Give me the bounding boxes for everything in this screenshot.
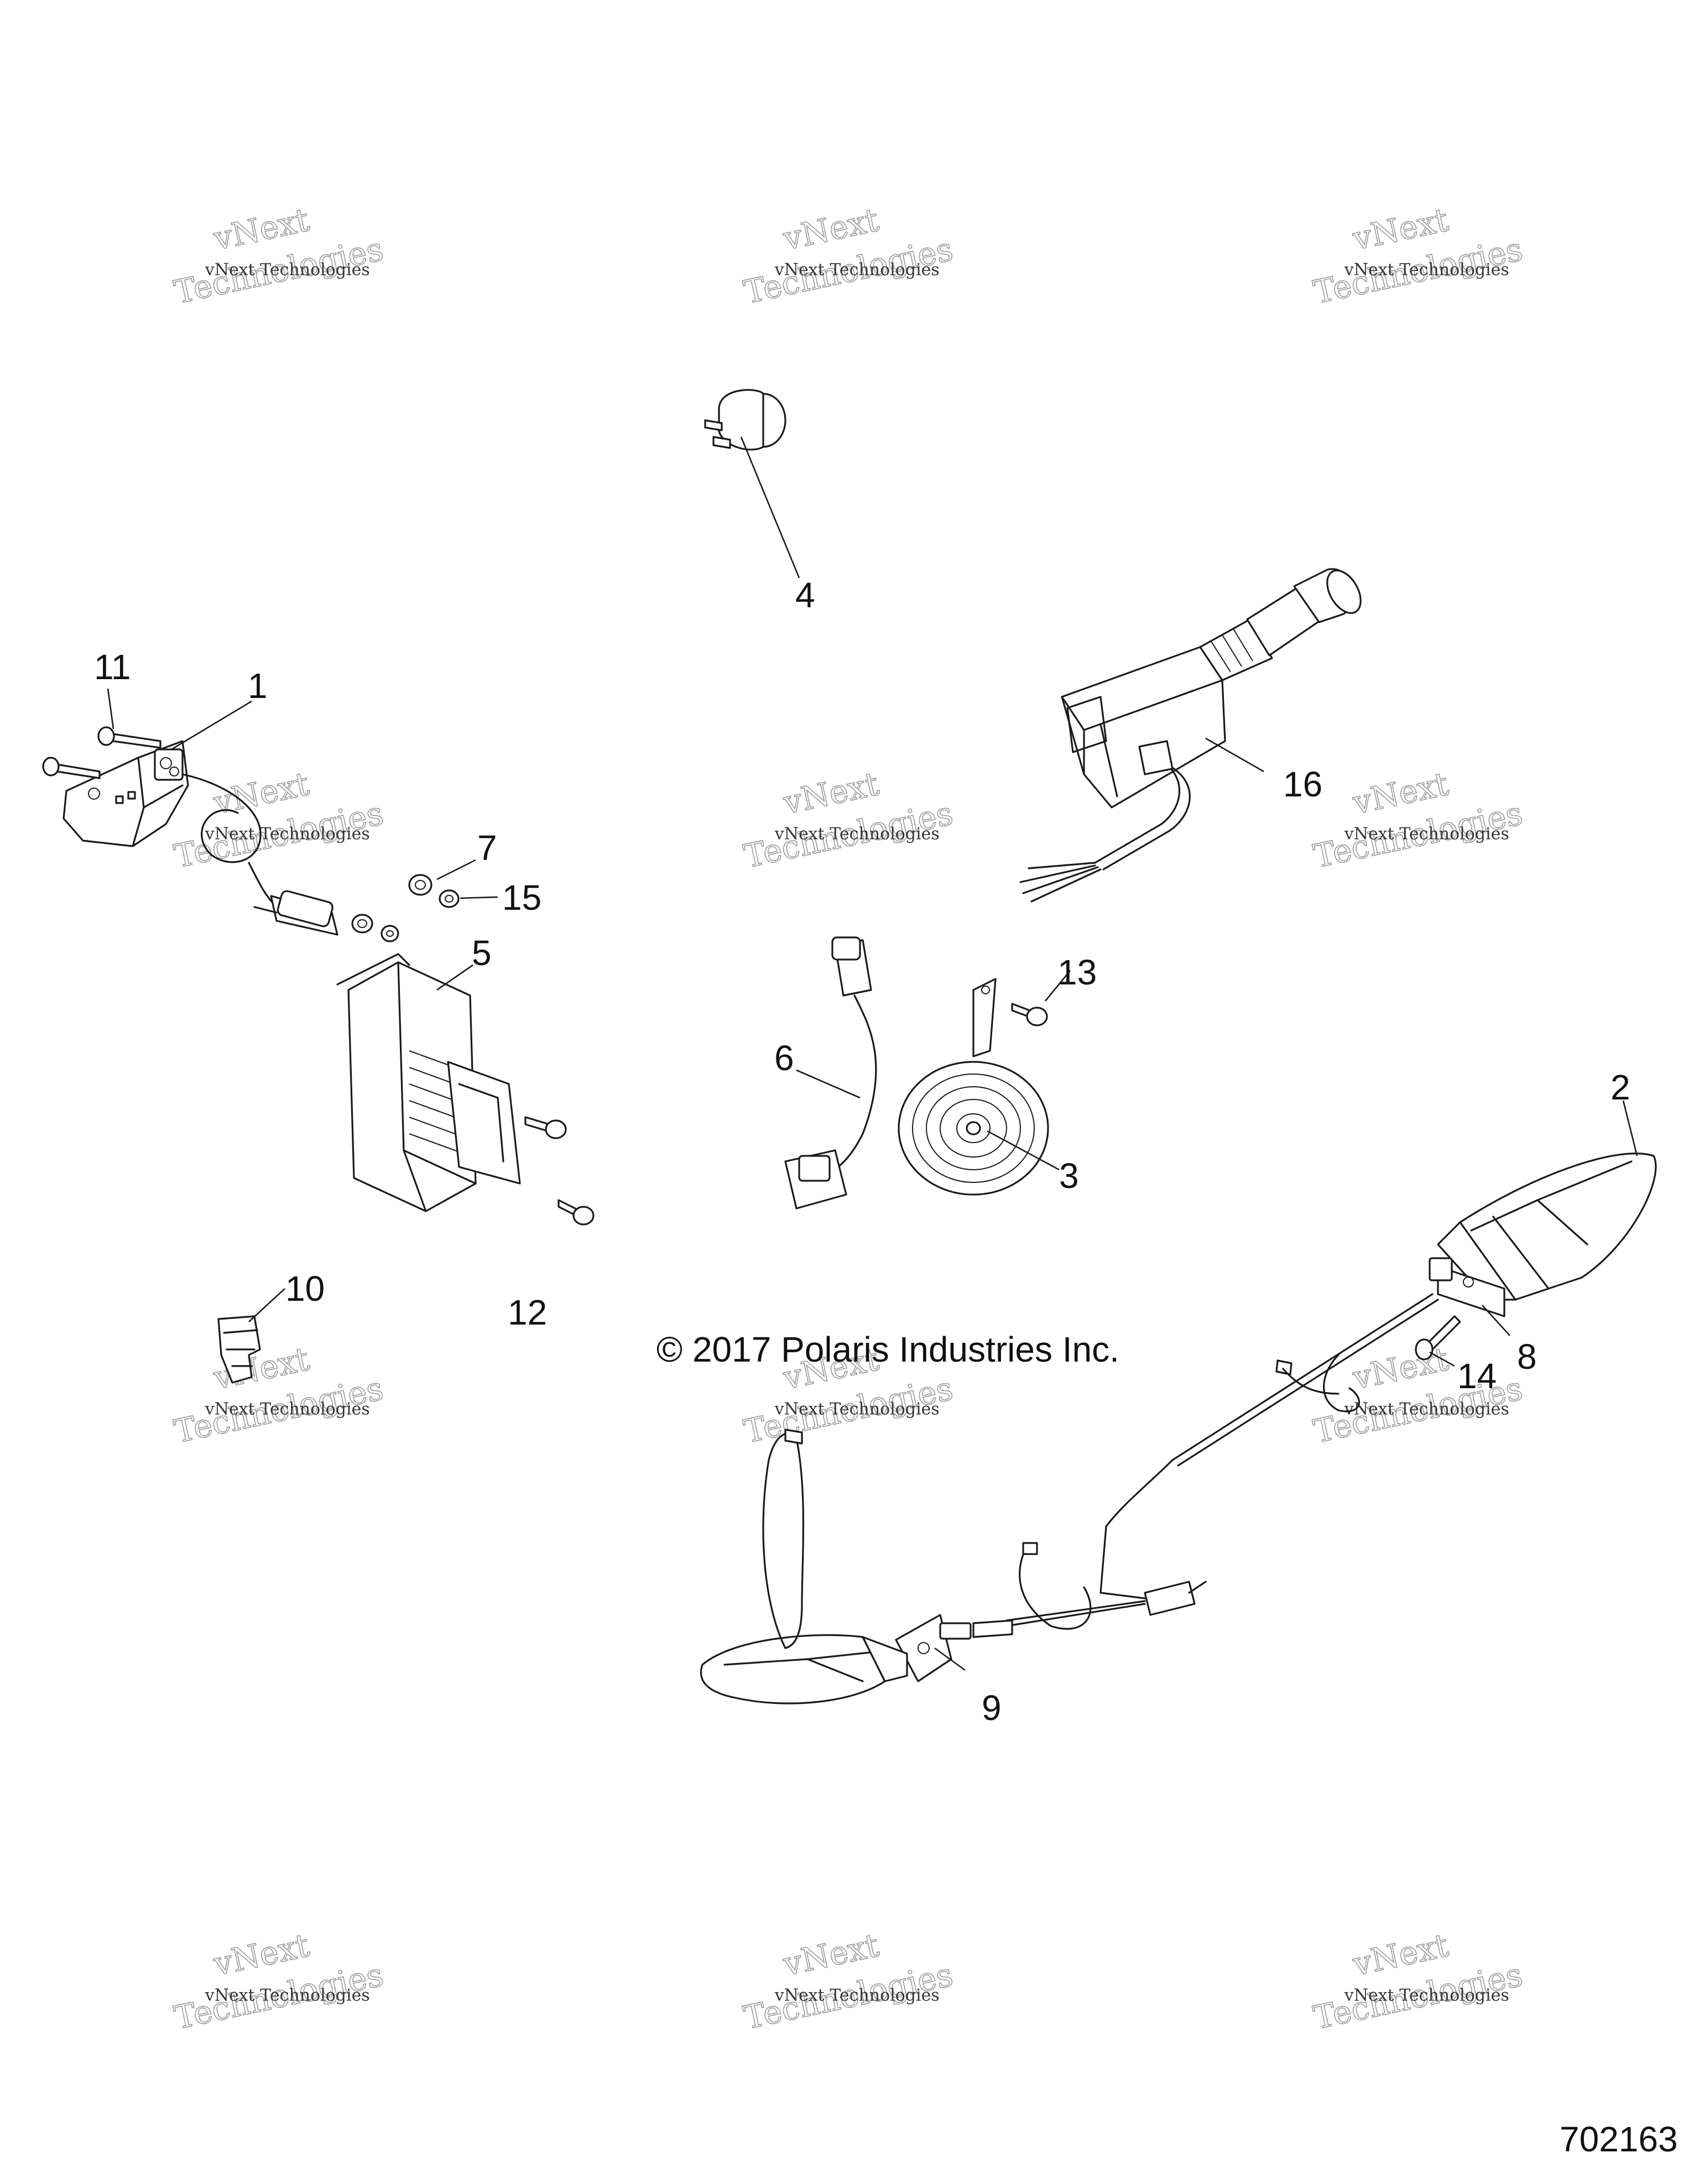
svg-text:vNext Technologies: vNext Technologies (774, 824, 940, 843)
callout-8: 8 (1517, 1337, 1537, 1377)
callout-12: 12 (508, 1292, 547, 1332)
leader-lines (107, 436, 1638, 1671)
callout-13: 13 (1057, 952, 1097, 992)
callout-16: 16 (1283, 764, 1322, 804)
svg-text:vNext Technologies: vNext Technologies (1344, 1399, 1509, 1419)
figure-number: 702163 (1560, 2119, 1678, 2159)
svg-text:vNext Technologies: vNext Technologies (205, 1985, 370, 2005)
watermark-low-left: vNext Technologies vNext Technologies (170, 1339, 387, 1451)
watermark-top-left: vNext Technologies vNext Technologies (170, 200, 387, 311)
callout-6: 6 (774, 1038, 794, 1078)
part-10-clip (217, 1315, 261, 1384)
svg-text:vNext Technologies: vNext Technologies (1344, 1985, 1509, 2005)
part-1-switch-housing (42, 726, 338, 936)
svg-text:vNext Technologies: vNext Technologies (774, 1985, 940, 2005)
callout-9: 9 (982, 1688, 1002, 1728)
watermark-bottom-center: vNext Technologies vNext Technologies (740, 1926, 956, 2037)
part-13-bolt (1011, 1003, 1048, 1026)
watermark-mid-right: vNext Technologies vNext Technologies (1310, 764, 1526, 875)
watermark-mid-left: vNext Technologies vNext Technologies (170, 764, 387, 875)
svg-text:vNext Technologies: vNext Technologies (205, 1399, 370, 1419)
part-16-combination-switch (1019, 568, 1362, 903)
svg-text:vNext Technologies: vNext Technologies (1344, 260, 1509, 279)
callout-11: 11 (94, 647, 131, 687)
copyright-notice: © 2017 Polaris Industries Inc. (656, 1330, 1119, 1369)
part-4-flasher-relay (704, 389, 786, 451)
svg-text:vNext Technologies: vNext Technologies (774, 260, 940, 279)
callout-15: 15 (502, 878, 541, 918)
watermark-top-center: vNext Technologies vNext Technologies (740, 200, 956, 311)
svg-text:vNext Technologies: vNext Technologies (774, 1399, 940, 1419)
watermark-mid-center: vNext Technologies vNext Technologies (740, 764, 956, 875)
callout-4: 4 (795, 575, 815, 615)
part-2-front-turn-signal (1437, 1153, 1657, 1301)
callout-10: 10 (285, 1269, 325, 1309)
part-8-front-bracket (1429, 1257, 1505, 1317)
part-5-control-module (336, 953, 567, 1212)
svg-text:vNext Technologies: vNext Technologies (205, 824, 370, 843)
callout-3: 3 (1059, 1156, 1079, 1196)
callouts: 11 1 4 16 7 15 5 13 6 2 3 10 12 8 14 9 (94, 575, 1630, 1728)
callout-1: 1 (248, 666, 268, 706)
watermark-bottom-right: vNext Technologies vNext Technologies (1310, 1926, 1526, 2037)
part-6-horn-harness (784, 936, 877, 1210)
callout-14: 14 (1457, 1356, 1497, 1396)
callout-5: 5 (472, 933, 492, 973)
watermark-bottom-left: vNext Technologies vNext Technologies (170, 1926, 387, 2037)
part-12-bolt (557, 1199, 595, 1226)
svg-text:vNext Technologies: vNext Technologies (205, 260, 370, 279)
callout-7: 7 (477, 828, 497, 868)
callout-2: 2 (1611, 1067, 1630, 1107)
part-7-15-nuts (351, 874, 460, 942)
watermark-top-right: vNext Technologies vNext Technologies (1310, 200, 1526, 311)
part-14-bolt (1415, 1315, 1461, 1361)
part-9-rear-turn-signal (700, 1293, 1439, 1705)
svg-text:vNext Technologies: vNext Technologies (1344, 824, 1509, 843)
part-3-horn (898, 978, 1049, 1196)
